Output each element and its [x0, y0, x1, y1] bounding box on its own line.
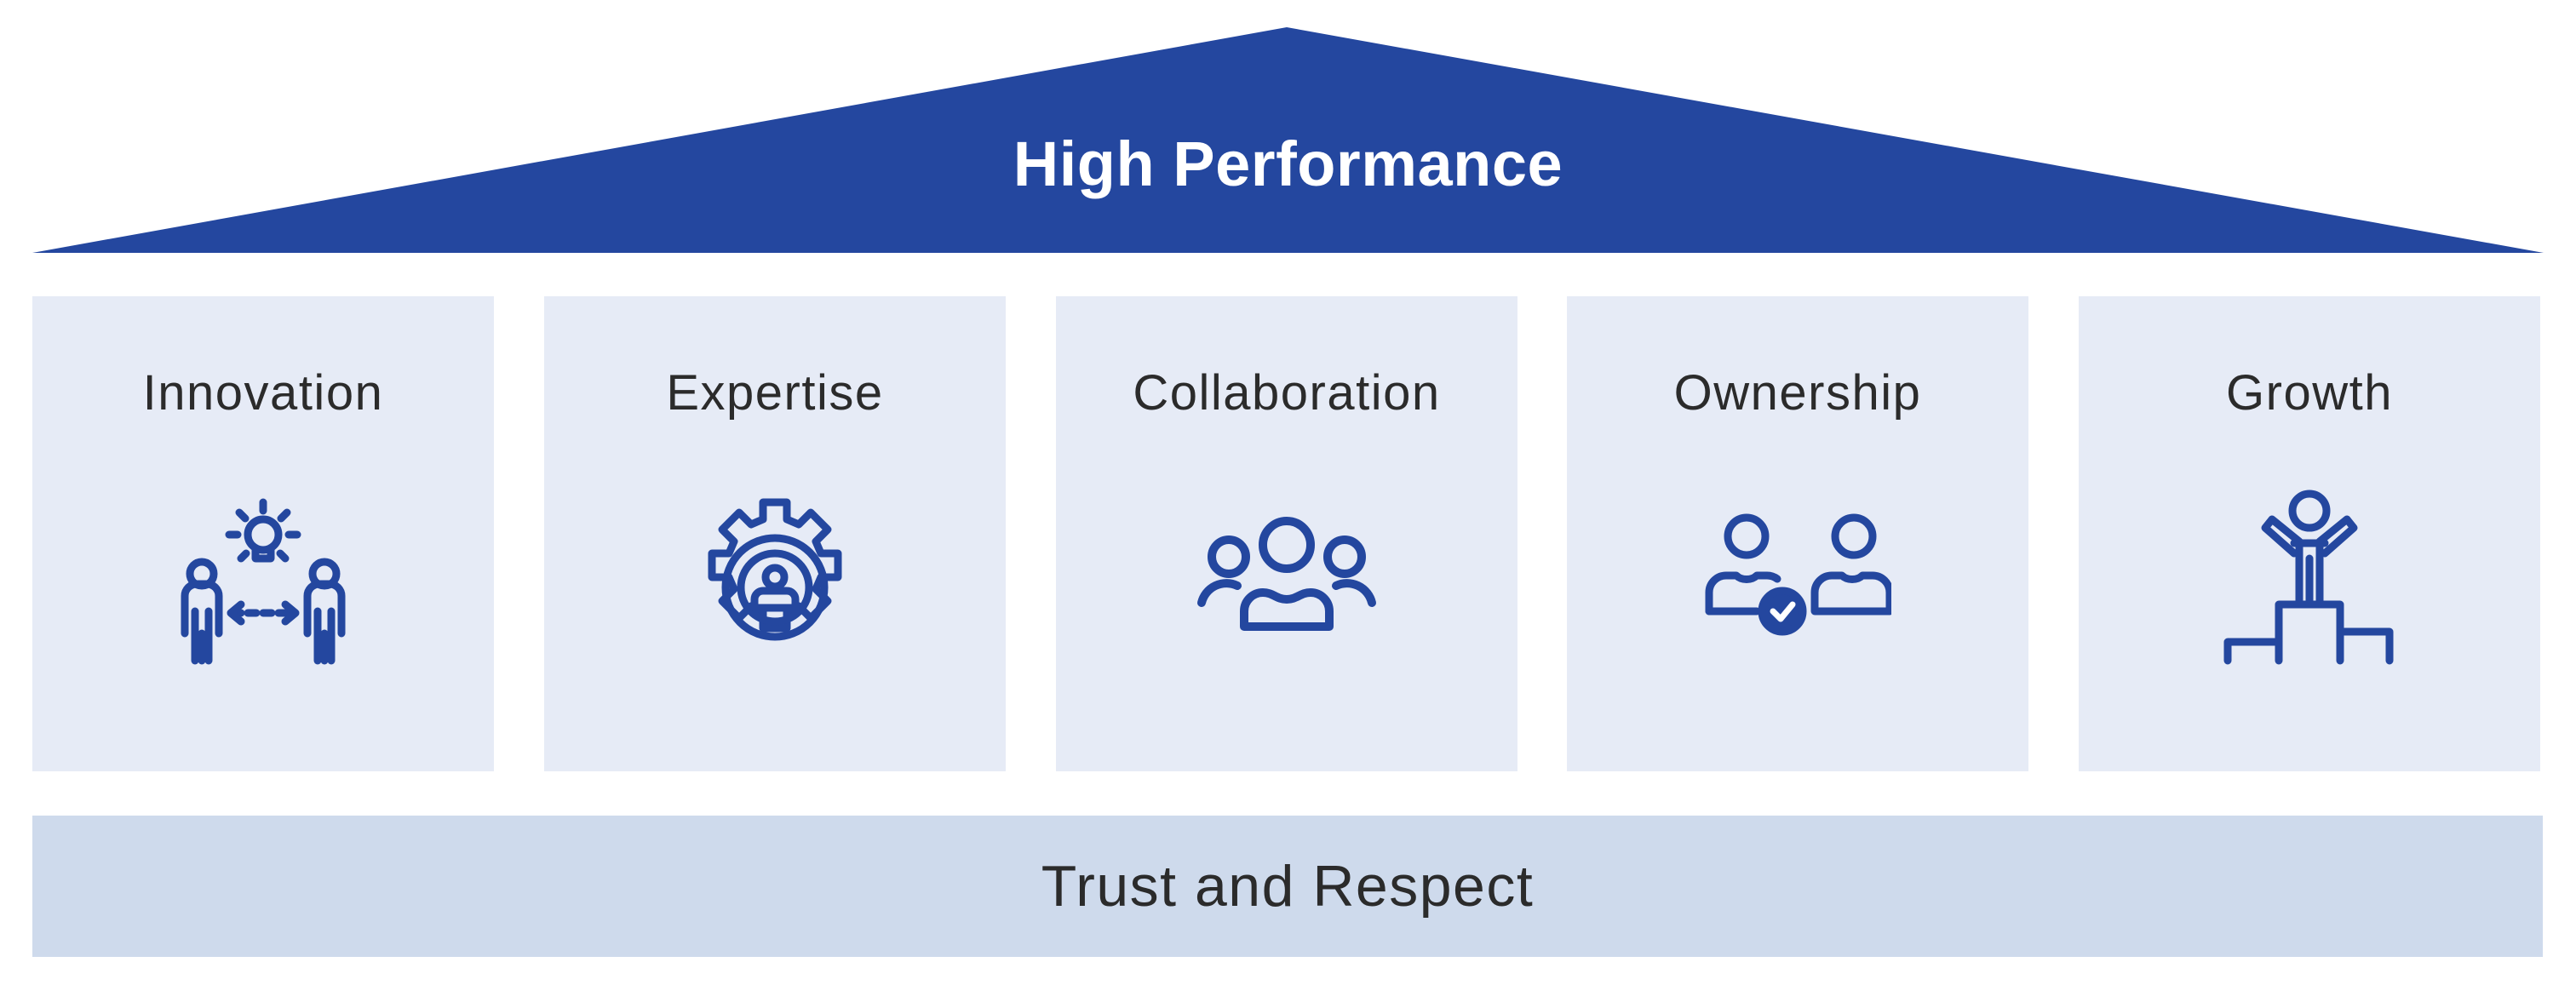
trust-and-respect-base: Trust and Respect: [32, 816, 2543, 957]
pillar-label-expertise: Expertise: [666, 365, 884, 421]
pillar-label-collaboration: Collaboration: [1133, 365, 1441, 421]
gear-person-icon: [681, 484, 869, 671]
innovation-people-lightbulb-icon: [169, 484, 357, 671]
pillar-label-ownership: Ownership: [1673, 365, 1922, 421]
users-checkmark-icon: [1704, 484, 1891, 671]
pillar-expertise: Expertise: [544, 296, 1006, 771]
roof-title: High Performance: [1013, 129, 1563, 199]
pillar-growth: Growth: [2079, 296, 2540, 771]
person-podium-icon: [2216, 484, 2403, 671]
roof-triangle: [32, 27, 2544, 253]
base-label: Trust and Respect: [1041, 854, 1535, 919]
pillar-ownership: Ownership: [1567, 296, 2028, 771]
team-group-icon: [1193, 484, 1380, 671]
pillar-label-innovation: Innovation: [142, 365, 384, 421]
pillar-collaboration: Collaboration: [1056, 296, 1517, 771]
pillar-label-growth: Growth: [2226, 365, 2393, 421]
pillar-innovation: Innovation: [32, 296, 494, 771]
